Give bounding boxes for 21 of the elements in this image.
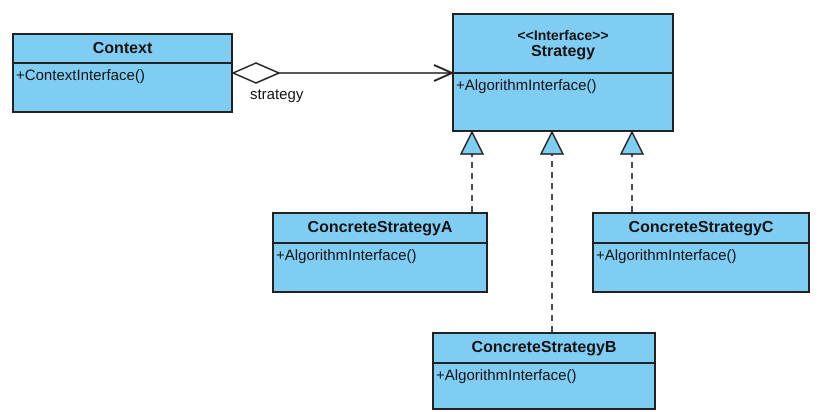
class-name: Strategy — [530, 42, 596, 60]
class-name: ConcreteStrategyA — [308, 219, 452, 237]
method-label: +ContextInterface() — [15, 66, 146, 86]
stereotype-label: <<Interface>> — [517, 26, 609, 42]
realization-arrow — [460, 131, 484, 212]
method-label: +AlgorithmInterface() — [595, 246, 738, 266]
realization-arrow — [540, 131, 564, 332]
class-box — [592, 212, 810, 293]
method-label: +AlgorithmInterface() — [435, 366, 578, 386]
class-name: ConcreteStrategyC — [628, 219, 774, 237]
class-name: Context — [92, 40, 152, 58]
class-name: ConcreteStrategyB — [472, 339, 616, 357]
aggregation-arrow — [232, 62, 453, 84]
method-label: +AlgorithmInterface() — [275, 246, 418, 266]
class-box — [272, 212, 488, 293]
class-box — [432, 332, 656, 410]
class-box — [12, 33, 233, 113]
method-label: +AlgorithmInterface() — [455, 76, 598, 96]
class-box — [452, 13, 674, 132]
edge-label: strategy — [250, 87, 304, 102]
realization-arrow — [620, 131, 644, 212]
